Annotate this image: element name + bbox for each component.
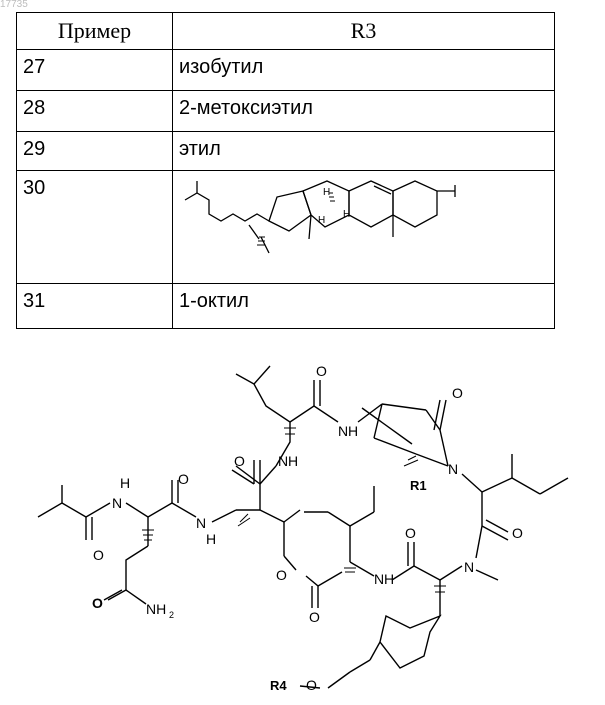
r4-label: R4 <box>270 678 287 693</box>
stereo-h-label: H <box>318 215 325 226</box>
example-number: 31 <box>17 284 173 329</box>
oxygen-label: O <box>452 385 463 401</box>
nh-h-label: H <box>206 531 216 547</box>
nh-h-label: H <box>288 453 298 469</box>
example-number: 29 <box>17 132 173 171</box>
oxygen-label: O <box>276 567 287 583</box>
example-number: 28 <box>17 91 173 132</box>
oxygen-label: O <box>512 525 523 541</box>
oxygen-label: O <box>234 453 245 469</box>
oxygen-label: O <box>316 363 327 379</box>
table-row: 30 <box>17 171 555 284</box>
r3-structure-cell: H H H <box>173 171 555 284</box>
r3-table: Пример R3 27 изобутил 28 2-метоксиэтил 2… <box>16 12 555 329</box>
r3-value: 2-метоксиэтил <box>173 91 555 132</box>
r3-value: этил <box>173 132 555 171</box>
nh-h-label: H <box>384 571 394 587</box>
example-number: 27 <box>17 50 173 91</box>
column-header-example: Пример <box>17 13 173 50</box>
cyclic-peptide-structure: O O O O O O O O O O O H N N H N H N H N … <box>0 350 605 705</box>
oxygen-label: O <box>309 609 320 625</box>
oxygen-label: O <box>306 677 317 693</box>
example-number: 30 <box>17 171 173 284</box>
oxygen-label: O <box>178 471 189 487</box>
stereo-h-label: H <box>323 187 330 198</box>
amide-nh2-label: NH <box>146 601 166 617</box>
cholesteryl-structure-diagram: H H H <box>179 177 459 273</box>
nh-h-label: H <box>120 475 130 491</box>
nh-h-label: H <box>348 423 358 439</box>
nh-n-label: N <box>112 495 122 511</box>
nitrogen-label: N <box>448 461 458 477</box>
r1-label: R1 <box>410 478 427 493</box>
nh-n-label: N <box>338 423 348 439</box>
oxygen-label: O <box>92 595 103 611</box>
table-row: 28 2-метоксиэтил <box>17 91 555 132</box>
stereo-h-label: H <box>343 209 350 220</box>
r3-value: изобутил <box>173 50 555 91</box>
oxygen-label: O <box>93 547 104 563</box>
column-header-r3: R3 <box>173 13 555 50</box>
table-header-row: Пример R3 <box>17 13 555 50</box>
table-row: 29 этил <box>17 132 555 171</box>
table-row: 31 1-октил <box>17 284 555 329</box>
page-number: 17735 <box>0 0 28 10</box>
nh-n-label: N <box>374 571 384 587</box>
r3-value: 1-октил <box>173 284 555 329</box>
nh-n-label: N <box>196 515 206 531</box>
nitrogen-label: N <box>464 559 474 575</box>
amide-subscript: 2 <box>169 610 174 620</box>
oxygen-label: O <box>405 525 416 541</box>
nh-n-label: N <box>278 453 288 469</box>
table-row: 27 изобутил <box>17 50 555 91</box>
